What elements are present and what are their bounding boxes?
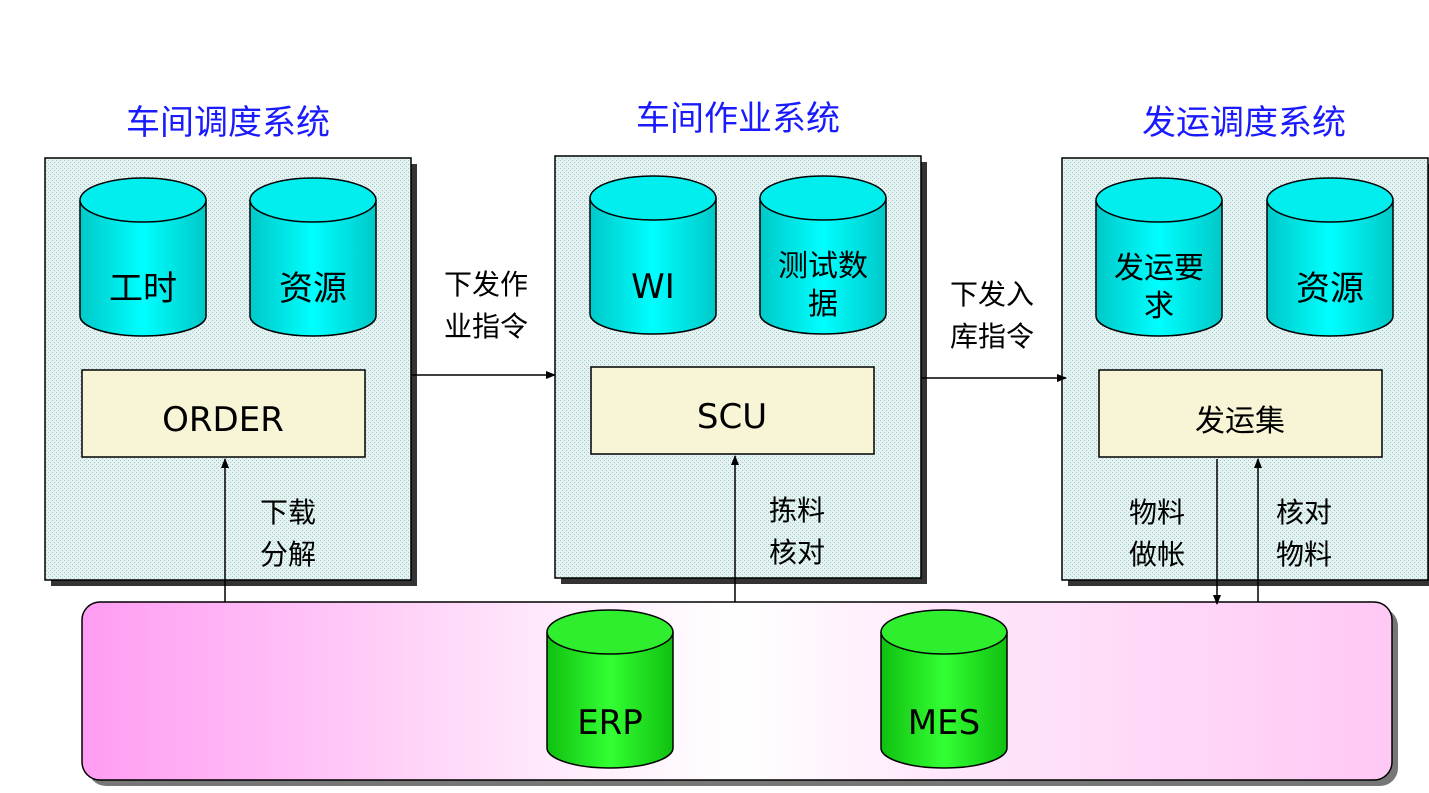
- db-cylinder-wi: WI: [589, 175, 717, 335]
- uplink-label-1-line1: 下载: [260, 496, 316, 529]
- title-operations: 车间作业系统: [636, 99, 840, 139]
- uplink-label-3-line1: 核对: [1276, 496, 1332, 529]
- uplink-label-3-line2: 物料: [1276, 538, 1332, 571]
- module-label: SCU: [697, 397, 767, 437]
- db-cylinder-resources-3: 资源: [1266, 177, 1394, 337]
- uplink-label-2-line2: 核对: [769, 536, 825, 569]
- title-scheduling: 车间调度系统: [126, 103, 330, 143]
- flow-label-1-line2: 业指令: [444, 310, 528, 343]
- db-label: WI: [631, 267, 675, 307]
- downlink-label-3-line2: 做帐: [1129, 538, 1185, 571]
- db-cylinder-shipping-req: 发运要 求: [1095, 177, 1223, 337]
- downlink-label-3-line1: 物料: [1129, 496, 1185, 529]
- module-scu: SCU: [590, 366, 875, 455]
- db-label: MES: [908, 703, 980, 743]
- db-label-line2: 求: [1144, 289, 1174, 324]
- db-cylinder-mes: MES: [880, 609, 1008, 769]
- db-label-line2: 据: [808, 287, 838, 322]
- db-cylinder-resources-1: 资源: [249, 177, 377, 337]
- flow-label-2-line2: 库指令: [950, 320, 1034, 353]
- module-order: ORDER: [81, 369, 366, 458]
- uplink-label-1-line2: 分解: [260, 538, 316, 571]
- module-label: ORDER: [162, 400, 284, 440]
- db-label-line1: 测试数: [778, 249, 868, 284]
- flow-label-2-line1: 下发入: [950, 278, 1034, 311]
- db-label: ERP: [577, 703, 643, 743]
- db-cylinder-test-data: 测试数 据: [759, 175, 887, 335]
- title-shipping: 发运调度系统: [1142, 103, 1346, 143]
- uplink-label-2-line1: 拣料: [769, 494, 825, 527]
- flow-label-1-line1: 下发作: [444, 268, 528, 301]
- db-label-line1: 发运要: [1114, 251, 1204, 286]
- module-shipping-set: 发运集: [1098, 369, 1383, 458]
- db-cylinder-erp: ERP: [546, 609, 674, 769]
- module-label: 发运集: [1195, 404, 1285, 439]
- db-cylinder-work-hours: 工时: [79, 177, 207, 337]
- db-label: 工时: [109, 269, 177, 309]
- db-label: 资源: [1296, 269, 1364, 309]
- enterprise-bus: [81, 601, 1398, 786]
- db-label: 资源: [279, 269, 347, 309]
